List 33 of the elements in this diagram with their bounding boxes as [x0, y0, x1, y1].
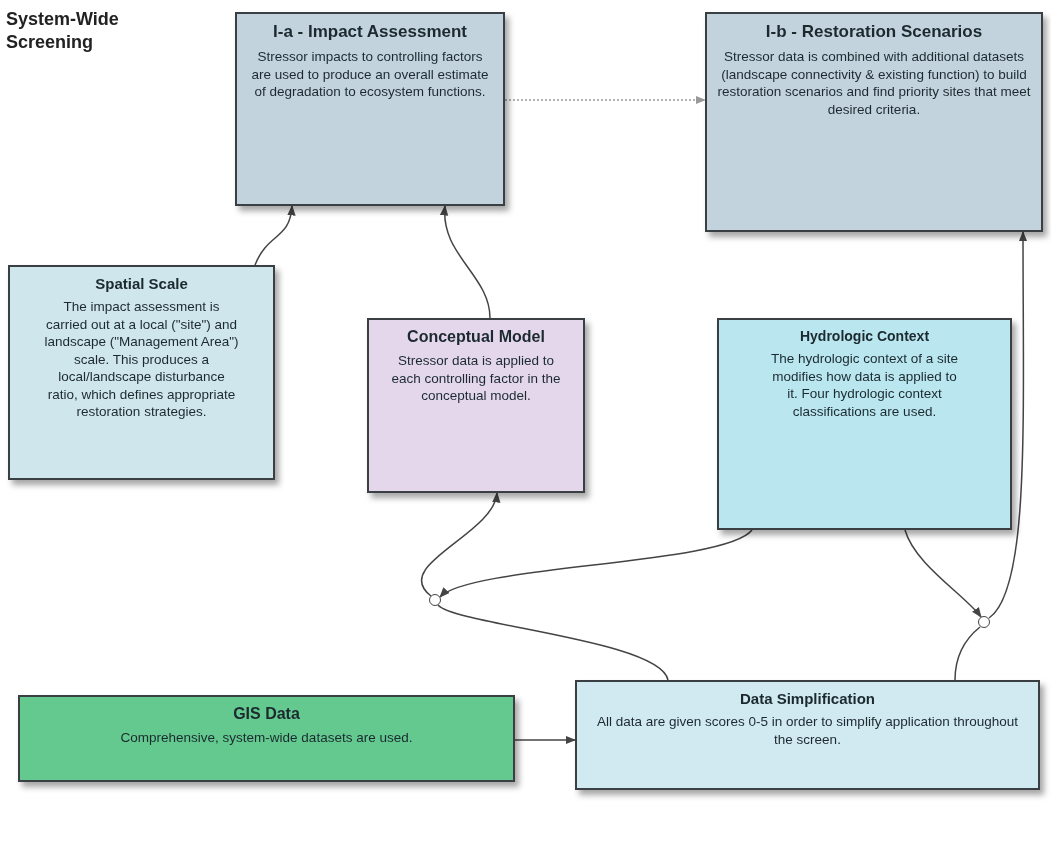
arrow — [514, 735, 577, 745]
box-heading: I-b - Restoration Scenarios — [764, 22, 984, 42]
arrow — [420, 492, 499, 597]
model-box — [367, 318, 585, 493]
box-text: The hydrologic context of a site modifies how data is applied to it. Four hydrologic context classifications are used. — [770, 350, 959, 421]
box-heading: GIS Data — [232, 705, 301, 723]
arrow — [439, 529, 753, 598]
box-heading: Hydrologic Context — [798, 328, 931, 344]
arrow — [440, 204, 491, 319]
connector-line — [437, 604, 669, 681]
info-box — [8, 265, 275, 480]
box-heading: Spatial Scale — [94, 275, 189, 292]
box-heading: I-a - Impact Assessment — [272, 22, 468, 42]
box-text: Comprehensive, system-wide datasets are used. — [119, 729, 414, 747]
box-heading: Conceptual Model — [406, 328, 546, 346]
arrow — [254, 204, 296, 266]
process-box — [235, 12, 505, 206]
junction-circle — [978, 616, 990, 628]
process-box — [705, 12, 1043, 232]
box-text: Stressor impacts to controlling factors are used to produce an overall estimate of degradation to ecosystem functions. — [250, 48, 490, 101]
arrow — [904, 529, 982, 618]
process-box — [575, 680, 1040, 790]
info-box — [717, 318, 1012, 530]
box-heading: Data Simplification — [739, 690, 876, 707]
junction-circle — [429, 594, 441, 606]
arrow — [988, 230, 1028, 619]
box-text: Stressor data is applied to each controlling factor in the conceptual model. — [391, 352, 561, 405]
connector-line — [954, 626, 981, 681]
box-text: The impact assessment is carried out at a local ("site") and landscape ("Management Area") scale. This produces a local/landscape disturbance ratio, which defines appropriate restoration strategies. — [43, 298, 240, 421]
data-box — [18, 695, 515, 782]
diagram-title: System-Wide Screening — [6, 8, 120, 53]
box-text: Stressor data is combined with additional datasets (landscape connectivity & existing function) to build restoration scenarios and find priority sites that meet desired criteria. — [717, 48, 1031, 119]
box-text: All data are given scores 0-5 in order to simplify application throughout the screen. — [596, 713, 1019, 749]
